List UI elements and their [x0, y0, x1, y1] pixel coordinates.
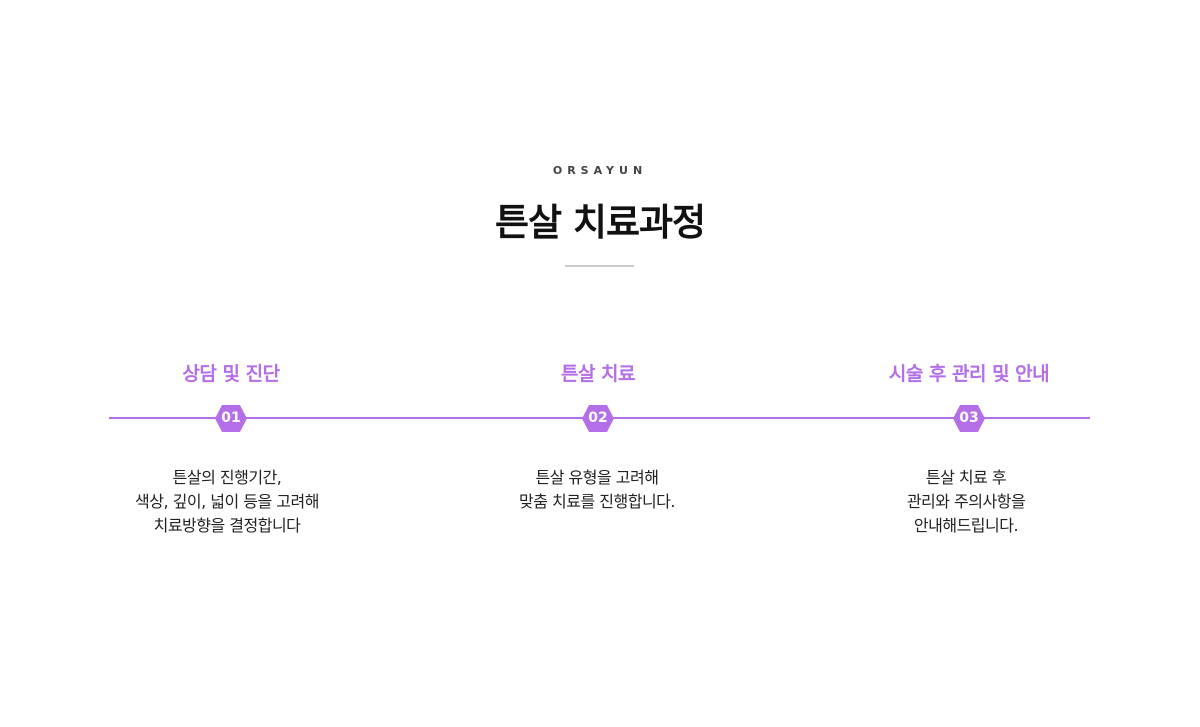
desc-line: 튼살 치료 후	[925, 468, 1007, 487]
step-1-number-badge: 01	[215, 405, 247, 432]
step-2-number-badge: 02	[582, 405, 614, 432]
desc-line: 색상, 깊이, 넓이 등을 고려해	[135, 492, 319, 511]
brand-label: ORSAYUN	[552, 164, 648, 177]
step-3-title: 시술 후 관리 및 안내	[888, 363, 1050, 385]
desc-line: 튼살의 진행기간,	[172, 468, 282, 487]
desc-line: 관리와 주의사항을	[906, 492, 1026, 511]
step-2-description: 튼살 유형을 고려해 맞춤 치료를 진행합니다.	[447, 466, 747, 514]
title-divider	[565, 265, 634, 267]
desc-line: 안내해드립니다.	[913, 516, 1019, 535]
desc-line: 맞춤 치료를 진행합니다.	[519, 492, 675, 511]
desc-line: 치료방향을 결정합니다	[153, 516, 301, 535]
desc-line: 튼살 유형을 고려해	[535, 468, 659, 487]
page-title: 튼살 치료과정	[494, 201, 706, 244]
step-1-title: 상담 및 진단	[182, 363, 280, 385]
step-1-description: 튼살의 진행기간, 색상, 깊이, 넓이 등을 고려해 치료방향을 결정합니다	[77, 466, 377, 538]
step-3-description: 튼살 치료 후 관리와 주의사항을 안내해드립니다.	[816, 466, 1116, 538]
step-2-title: 튼살 치료	[560, 363, 636, 385]
step-3-number-badge: 03	[953, 405, 985, 432]
